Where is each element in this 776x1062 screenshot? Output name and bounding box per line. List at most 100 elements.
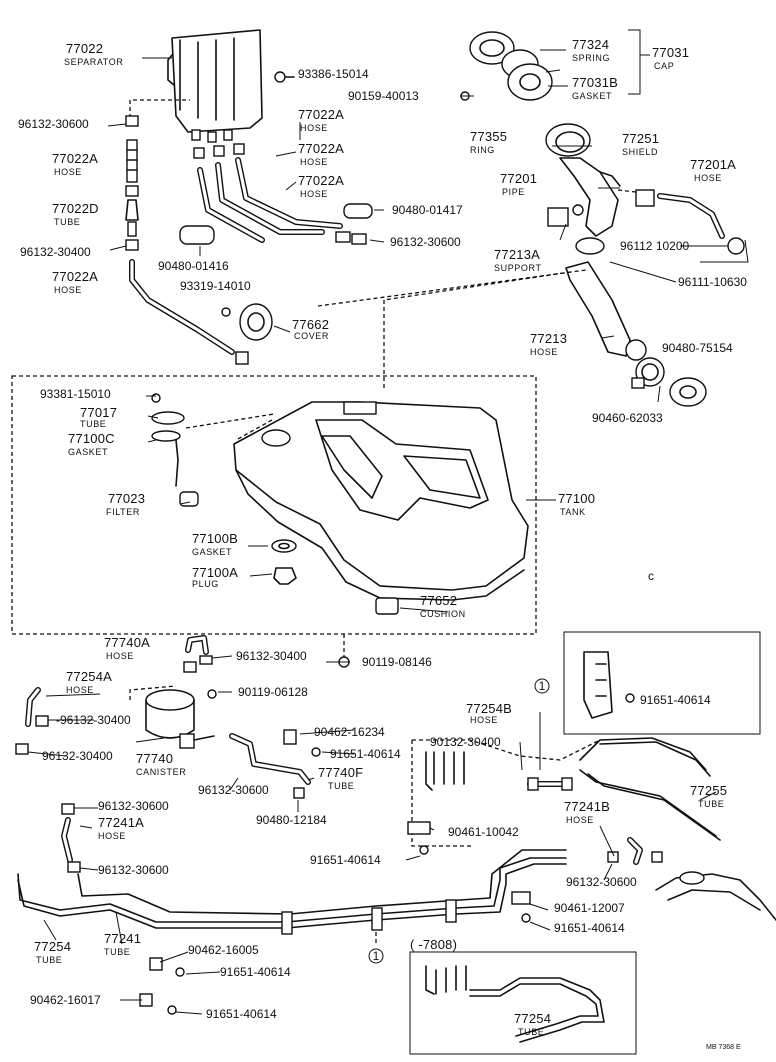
label-90159: 90159-40013 bbox=[348, 89, 419, 103]
screw-icon bbox=[274, 71, 295, 83]
name-shield: SHIELD bbox=[622, 147, 659, 157]
name-hose: HOSE bbox=[300, 189, 328, 199]
label-77662: 77662 bbox=[292, 317, 330, 332]
label-96132-30400: -96132-30400 bbox=[56, 713, 131, 727]
label-90462-16005: 90462-16005 bbox=[188, 943, 259, 957]
label-77022A: 77022A bbox=[52, 151, 99, 166]
name-hose: HOSE bbox=[566, 815, 594, 825]
label-90462-16234: 90462-16234 bbox=[314, 725, 385, 739]
label-77740: 77740 bbox=[136, 751, 174, 766]
label-90461-10042: 90461-10042 bbox=[448, 825, 519, 839]
label-96132-30400: 96132-30400 bbox=[42, 749, 113, 763]
label-77740A: 77740A bbox=[104, 635, 151, 650]
label-96132-30600: 96132-30600 bbox=[390, 235, 461, 249]
label-77254A: 77254A bbox=[66, 669, 113, 684]
clamp-96112 bbox=[727, 237, 745, 255]
inset-box-clip bbox=[563, 631, 761, 735]
circle-marker-label: 1 bbox=[538, 679, 546, 693]
name-hose: HOSE bbox=[54, 285, 82, 295]
support-77213A bbox=[547, 207, 569, 227]
label-77022: 77022 bbox=[66, 41, 104, 56]
label-93386: 93386-15014 bbox=[298, 67, 369, 81]
name-hose: HOSE bbox=[694, 173, 722, 183]
label-96132-30600: 96132-30600 bbox=[18, 117, 89, 131]
label-93319: 93319-14010 bbox=[180, 279, 251, 293]
circle-marker-label: 1 bbox=[372, 949, 380, 963]
name-cap: CAP bbox=[654, 61, 675, 71]
label-77652: 77652 bbox=[420, 593, 458, 608]
name-ring: RING bbox=[470, 145, 495, 155]
label-90461-12007: 90461-12007 bbox=[554, 901, 625, 915]
fuel-cap bbox=[469, 31, 553, 101]
label-93381: 93381-15010 bbox=[40, 387, 111, 401]
name-gasket: GASKET bbox=[68, 447, 109, 457]
name-tank: TANK bbox=[560, 507, 586, 517]
label-96132-30400: 96132-30400 bbox=[20, 245, 91, 259]
label-77031: 77031 bbox=[652, 45, 690, 60]
name-filter: FILTER bbox=[106, 507, 140, 517]
label-77241: 77241 bbox=[104, 931, 142, 946]
label-77254: 77254 bbox=[34, 939, 72, 954]
name-tube: TUBE bbox=[104, 947, 131, 957]
clip bbox=[125, 115, 139, 127]
name-tube: TUBE bbox=[518, 1027, 545, 1037]
label-96132-30600: 96132-30600 bbox=[198, 783, 269, 797]
cover-77662 bbox=[239, 303, 273, 341]
label-77017: 77017 bbox=[80, 405, 118, 420]
label-90480-12184: 90480-12184 bbox=[256, 813, 327, 827]
name-tube: TUBE bbox=[54, 217, 81, 227]
name-hose: HOSE bbox=[66, 685, 94, 695]
label-96112: 96112 10200 bbox=[620, 239, 690, 253]
label-90460-62033: 90460-62033 bbox=[592, 411, 663, 425]
label-77022A: 77022A bbox=[298, 107, 345, 122]
name-hose: HOSE bbox=[300, 157, 328, 167]
stray-mark: c bbox=[648, 569, 654, 583]
tank-group-box bbox=[11, 375, 537, 635]
label-90132-30400: 90132-30400 bbox=[430, 735, 501, 749]
label-96132-30400: 96132-30400 bbox=[236, 649, 307, 663]
name-support: SUPPORT bbox=[494, 263, 542, 273]
name-tube: TUBE bbox=[36, 955, 63, 965]
name-gasket: GASKET bbox=[192, 547, 233, 557]
name-canister: CANISTER bbox=[136, 767, 187, 777]
label-77100C: 77100C bbox=[68, 431, 115, 446]
label-77740F: 77740F bbox=[318, 765, 364, 780]
name-hose: HOSE bbox=[300, 123, 328, 133]
label-77022D: 77022D bbox=[52, 201, 99, 216]
label-77254: 77254 bbox=[514, 1011, 552, 1026]
separator-part bbox=[167, 29, 263, 143]
name-cushion: CUSHION bbox=[420, 609, 466, 619]
label-96132-30600: 96132-30600 bbox=[566, 875, 637, 889]
label-91651-40614: 91651-40614 bbox=[640, 693, 711, 707]
label-77100A: 77100A bbox=[192, 565, 239, 580]
name-tube: TUBE bbox=[698, 799, 725, 809]
label-77251: 77251 bbox=[622, 131, 660, 146]
label-77023: 77023 bbox=[108, 491, 146, 506]
name-hose: HOSE bbox=[106, 651, 134, 661]
label-77324: 77324 bbox=[572, 37, 610, 52]
label-77241A: 77241A bbox=[98, 815, 145, 830]
label-91651-40614: 91651-40614 bbox=[310, 853, 381, 867]
label-90119-08146: 90119-08146 bbox=[362, 655, 432, 669]
name-pipe: PIPE bbox=[502, 187, 525, 197]
name-hose: HOSE bbox=[530, 347, 558, 357]
label-77213: 77213 bbox=[530, 331, 568, 346]
name-separator: SEPARATOR bbox=[64, 57, 124, 67]
name-hose: HOSE bbox=[98, 831, 126, 841]
label-77022A: 77022A bbox=[52, 269, 99, 284]
label-77022A: 77022A bbox=[298, 141, 345, 156]
label-90480-01416: 90480-01416 bbox=[158, 259, 229, 273]
label-77355: 77355 bbox=[470, 129, 508, 144]
name-tube: TUBE bbox=[328, 781, 355, 791]
name-spring: SPRING bbox=[572, 53, 611, 63]
label-91651-40614: 91651-40614 bbox=[554, 921, 625, 935]
circle-marker bbox=[534, 678, 550, 694]
label-77100B: 77100B bbox=[192, 531, 239, 546]
label-77201A: 77201A bbox=[690, 157, 737, 172]
label-96132-30600: 96132-30600 bbox=[98, 863, 169, 877]
label-91651-40614: 91651-40614 bbox=[330, 747, 401, 761]
label-77254B: 77254B bbox=[466, 701, 513, 716]
name-tube: TUBE bbox=[80, 419, 107, 429]
inset-box-7808 bbox=[409, 951, 637, 1055]
